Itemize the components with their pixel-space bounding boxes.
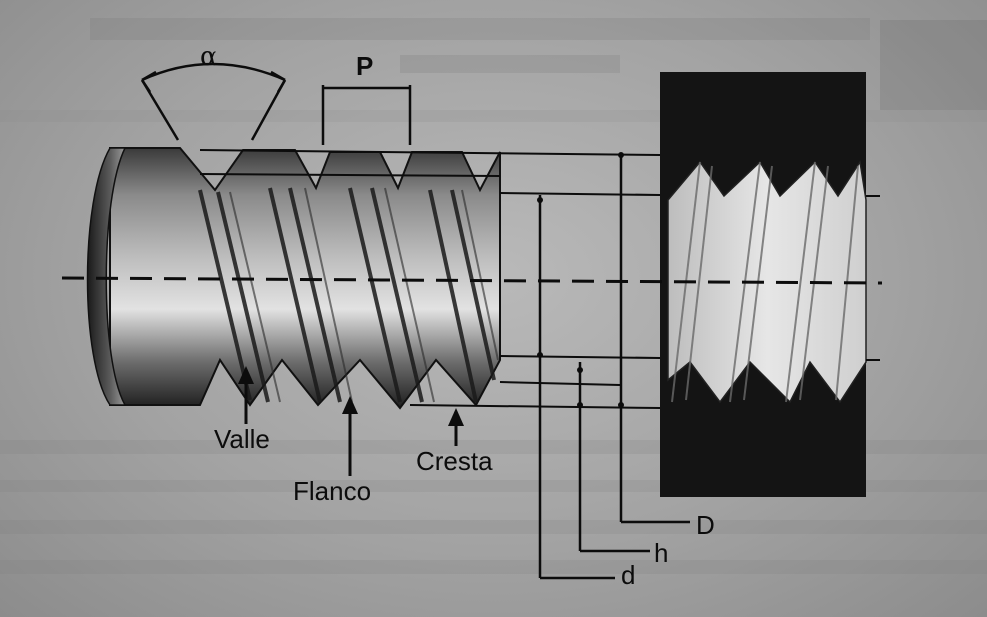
flank-label: Flanco xyxy=(293,476,372,506)
major-diameter-label: D xyxy=(696,510,715,540)
dimension-lines xyxy=(538,155,690,580)
extension-lines xyxy=(199,149,880,409)
minor-diameter-label: d xyxy=(621,560,636,590)
internal-thread xyxy=(660,72,867,497)
thread-depth-label: h xyxy=(654,538,669,568)
pitch-indicator xyxy=(321,85,412,145)
angle-label: α xyxy=(200,42,218,72)
pitch-label: P xyxy=(356,51,374,81)
callout-arrows xyxy=(238,366,464,476)
background-texture xyxy=(0,18,987,574)
crest-label: Cresta xyxy=(416,446,493,476)
thread-angle-indicator xyxy=(140,62,287,141)
dimension-ticks xyxy=(537,152,624,408)
valley-label: Valle xyxy=(214,424,270,454)
center-axis xyxy=(61,276,883,285)
